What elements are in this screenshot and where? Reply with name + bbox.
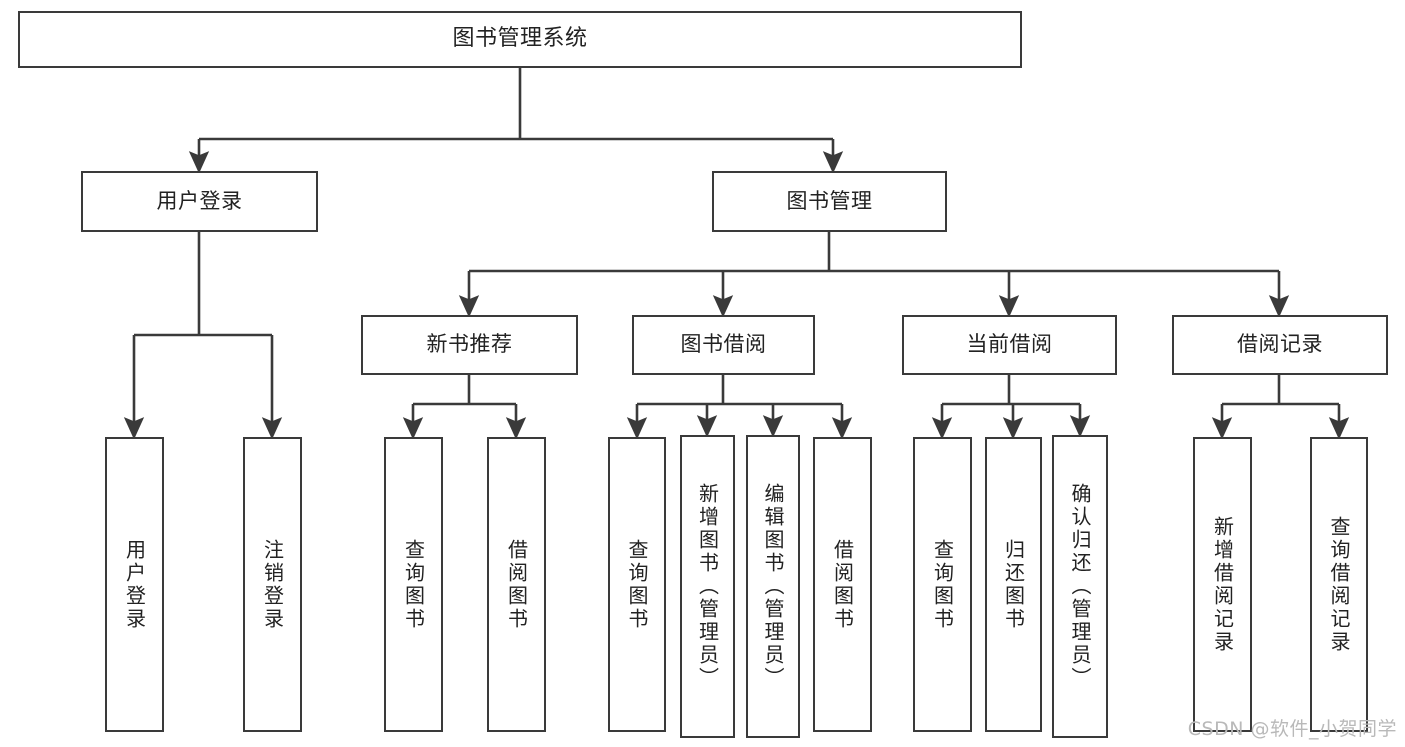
node-leaf-borrow-book-2[interactable]: 借阅图书: [813, 437, 872, 732]
node-label: 图书借阅: [680, 332, 767, 357]
node-leaf-logout[interactable]: 注销登录: [243, 437, 302, 732]
node-label: 图书管理: [786, 188, 873, 213]
node-leaf-borrow-book-1[interactable]: 借阅图书: [487, 437, 546, 732]
node-new-book-recommendation[interactable]: 新书推荐: [361, 315, 578, 375]
node-user-login[interactable]: 用户登录: [81, 171, 318, 232]
node-label: 确认归还（管理员）: [1068, 483, 1092, 690]
node-label: 新增借阅记录: [1210, 515, 1235, 654]
node-label: 新书推荐: [426, 332, 513, 357]
node-book-management[interactable]: 图书管理: [712, 171, 947, 232]
node-leaf-return-book[interactable]: 归还图书: [985, 437, 1042, 732]
node-label: 借阅图书: [830, 538, 855, 631]
node-leaf-confirm-return[interactable]: 确认归还（管理员）: [1052, 435, 1108, 738]
node-leaf-query-book-1[interactable]: 查询图书: [384, 437, 443, 732]
node-current-borrow[interactable]: 当前借阅: [902, 315, 1117, 375]
node-label: 当前借阅: [966, 332, 1053, 357]
node-leaf-add-borrow-record[interactable]: 新增借阅记录: [1193, 437, 1252, 732]
node-label: 查询图书: [401, 538, 426, 631]
node-label: 注销登录: [260, 538, 285, 631]
node-leaf-query-borrow-record[interactable]: 查询借阅记录: [1310, 437, 1368, 732]
node-label: 借阅记录: [1237, 332, 1323, 357]
node-leaf-query-book-2[interactable]: 查询图书: [608, 437, 666, 732]
node-label: 编辑图书（管理员）: [761, 483, 785, 690]
node-label: 查询图书: [930, 538, 955, 631]
node-label: 归还图书: [1001, 538, 1026, 631]
node-label: 查询图书: [625, 538, 649, 631]
node-leaf-query-book-3[interactable]: 查询图书: [913, 437, 972, 732]
node-leaf-user-login[interactable]: 用户登录: [105, 437, 164, 732]
node-book-borrow[interactable]: 图书借阅: [632, 315, 815, 375]
node-label: 查询借阅记录: [1327, 515, 1351, 654]
node-leaf-add-book[interactable]: 新增图书（管理员）: [680, 435, 735, 738]
node-label: 用户登录: [122, 538, 147, 631]
node-label: 用户登录: [156, 188, 243, 213]
node-book-management-system[interactable]: 图书管理系统: [18, 11, 1022, 68]
node-label: 新增图书（管理员）: [695, 483, 720, 690]
node-label: 图书管理系统: [452, 26, 588, 52]
node-leaf-edit-book[interactable]: 编辑图书（管理员）: [746, 435, 800, 738]
csdn-watermark: CSDN @软件_小贺同学: [1187, 718, 1397, 740]
node-label: 借阅图书: [504, 538, 529, 631]
node-borrow-record[interactable]: 借阅记录: [1172, 315, 1388, 375]
